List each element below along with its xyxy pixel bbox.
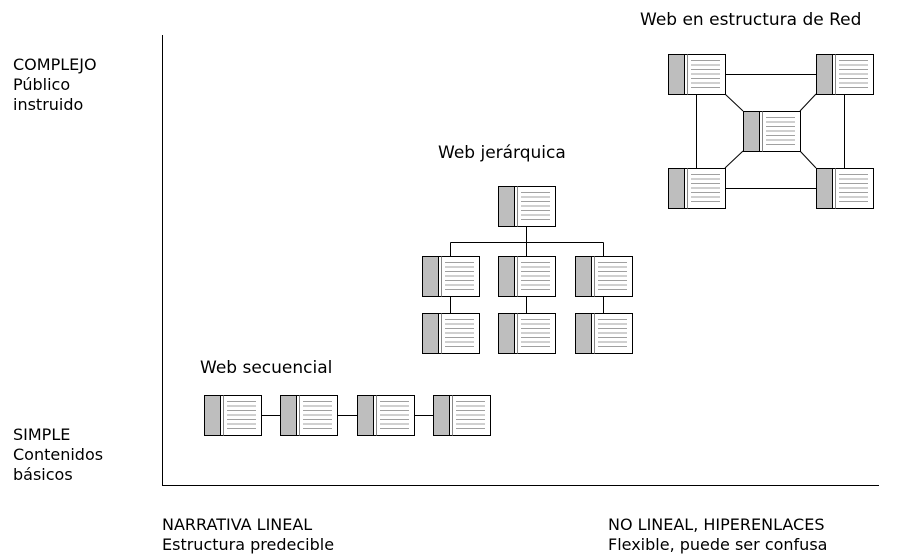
network-page bbox=[816, 168, 874, 209]
x-axis-right-line1: NO LINEAL, HIPERENLACES bbox=[608, 515, 825, 534]
hierarchical-web-title: Web jerárquica bbox=[438, 143, 566, 163]
network-link bbox=[799, 93, 817, 112]
hierarchy-child-page bbox=[498, 256, 556, 297]
pages bbox=[204, 54, 874, 436]
network-link bbox=[724, 150, 744, 169]
x-axis-right-label: NO LINEAL, HIPERENLACES Flexible, puede … bbox=[608, 515, 827, 555]
y-axis-top-line3: instruido bbox=[13, 95, 84, 114]
y-axis-bottom-line1: SIMPLE bbox=[13, 425, 71, 444]
sequential-page bbox=[357, 395, 415, 436]
x-axis-left-line1: NARRATIVA LINEAL bbox=[162, 515, 313, 534]
connectors bbox=[261, 74, 845, 416]
hierarchy-grandchild-page bbox=[575, 313, 633, 354]
x-axis-left-line2: Estructura predecible bbox=[162, 535, 335, 554]
x-axis-right-line2: Flexible, puede ser confusa bbox=[608, 535, 828, 554]
network-page bbox=[668, 168, 726, 209]
hierarchy-child-page bbox=[422, 256, 480, 297]
y-axis-bottom-label: SIMPLE Contenidos básicos bbox=[13, 425, 103, 485]
x-axis-left-label: NARRATIVA LINEAL Estructura predecible bbox=[162, 515, 334, 555]
y-axis-bottom-line3: básicos bbox=[13, 465, 73, 484]
sequential-page bbox=[204, 395, 262, 436]
y-axis-line bbox=[162, 35, 163, 486]
sequential-web-title: Web secuencial bbox=[200, 358, 333, 378]
y-axis-bottom-line2: Contenidos bbox=[13, 445, 104, 464]
network-page bbox=[816, 54, 874, 95]
network-web-title: Web en estructura de Red bbox=[640, 10, 862, 30]
y-axis-top-line2: Público bbox=[13, 75, 71, 94]
network-center-page bbox=[743, 111, 801, 152]
y-axis-top-line1: COMPLEJO bbox=[13, 55, 97, 74]
sequential-page bbox=[280, 395, 338, 436]
network-page bbox=[668, 54, 726, 95]
hierarchy-child-page bbox=[575, 256, 633, 297]
hierarchy-grandchild-page bbox=[422, 313, 480, 354]
hierarchy-root-page bbox=[498, 186, 556, 227]
network-link bbox=[724, 93, 744, 112]
network-link bbox=[799, 150, 817, 169]
y-axis-top-label: COMPLEJO Público instruido bbox=[13, 55, 97, 115]
sequential-page bbox=[433, 395, 491, 436]
hierarchy-grandchild-page bbox=[498, 313, 556, 354]
x-axis-line bbox=[162, 485, 879, 486]
